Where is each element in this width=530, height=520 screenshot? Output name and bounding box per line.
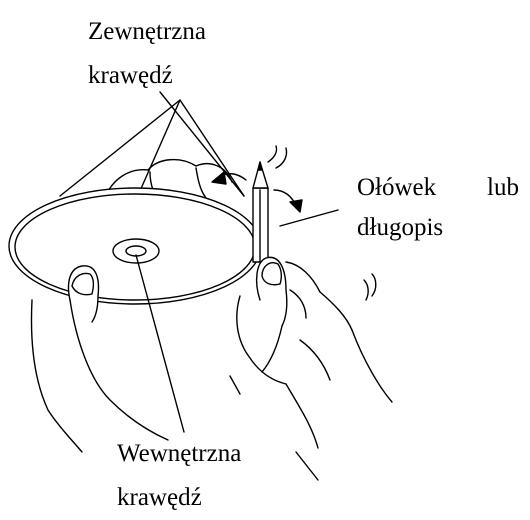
- right-wrist: [286, 330, 392, 448]
- inner-edge-label-line2: krawędź: [117, 476, 241, 520]
- inner-edge-label-line1: Wewnętrzna: [117, 432, 241, 476]
- pencil-lead: [258, 162, 262, 170]
- pencil-label-line2: długopis: [357, 206, 443, 250]
- right-hand-palm: [300, 292, 352, 380]
- outer-edge-pointer: [160, 92, 244, 196]
- paper-sheet-fold: [136, 100, 180, 200]
- stroke-bottom-left: [230, 376, 240, 394]
- pencil-label-word1: Ołówek: [357, 166, 436, 210]
- outer-edge-label-line2: krawędź: [88, 54, 206, 98]
- inner-edge-label: Wewnętrzna krawędź: [117, 432, 241, 520]
- motion-mark-1: [268, 146, 277, 162]
- wrist-mark-2: [372, 274, 376, 296]
- outer-edge-label: Zewnętrzna krawędź: [88, 10, 206, 98]
- arrow-left-head: [212, 172, 226, 184]
- left-palm: [32, 300, 168, 452]
- right-thumb: [257, 257, 287, 326]
- pencil-pointer: [280, 210, 338, 226]
- motion-mark-2: [276, 148, 287, 168]
- wrist-mark-1: [364, 280, 368, 300]
- outer-edge-label-line1: Zewnętrzna: [88, 10, 206, 54]
- stroke-bottom-right: [296, 452, 318, 480]
- pencil-label-line1: Ołówek lub: [357, 166, 519, 210]
- pencil-label-word2: lub: [487, 166, 519, 210]
- arrow-right-head: [290, 200, 302, 212]
